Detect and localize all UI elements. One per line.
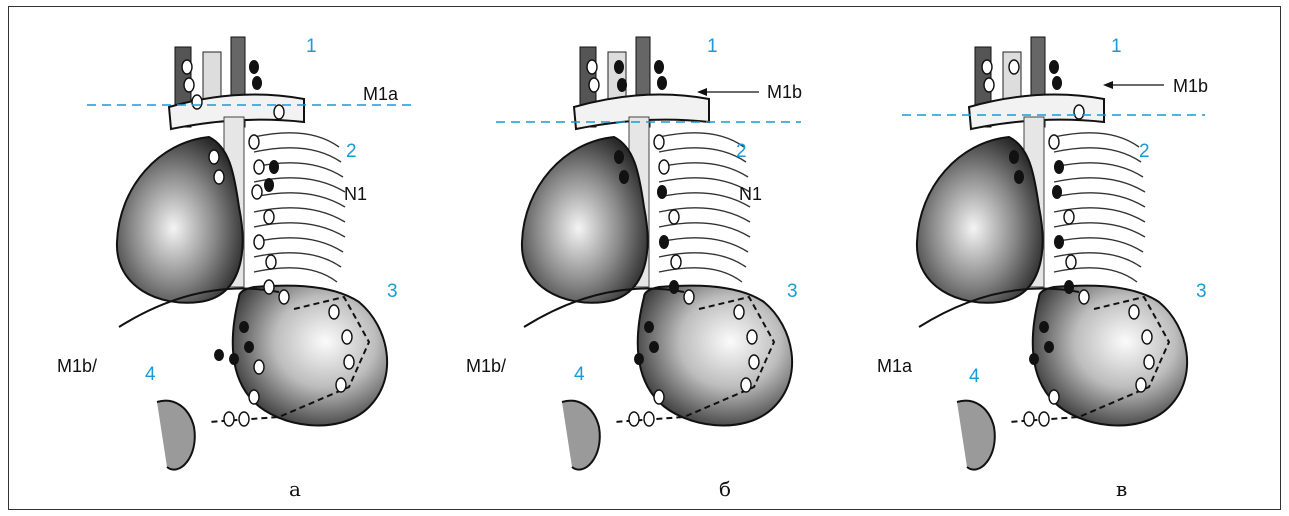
figure-frame: 1 2 3 4 M1a N1 M1b/ а [8,6,1281,510]
reference-line-c [9,7,1282,511]
station-3-label-c: 3 [1196,282,1207,301]
lower-stage-label-c: M1a [877,357,912,375]
station-4-label-c: 4 [969,367,980,386]
station-2-label-c: 2 [1139,142,1150,161]
station-1-label-c: 1 [1111,37,1122,56]
panel-caption-c: в [1116,479,1127,499]
upper-stage-label-c: M1b [1173,77,1208,95]
